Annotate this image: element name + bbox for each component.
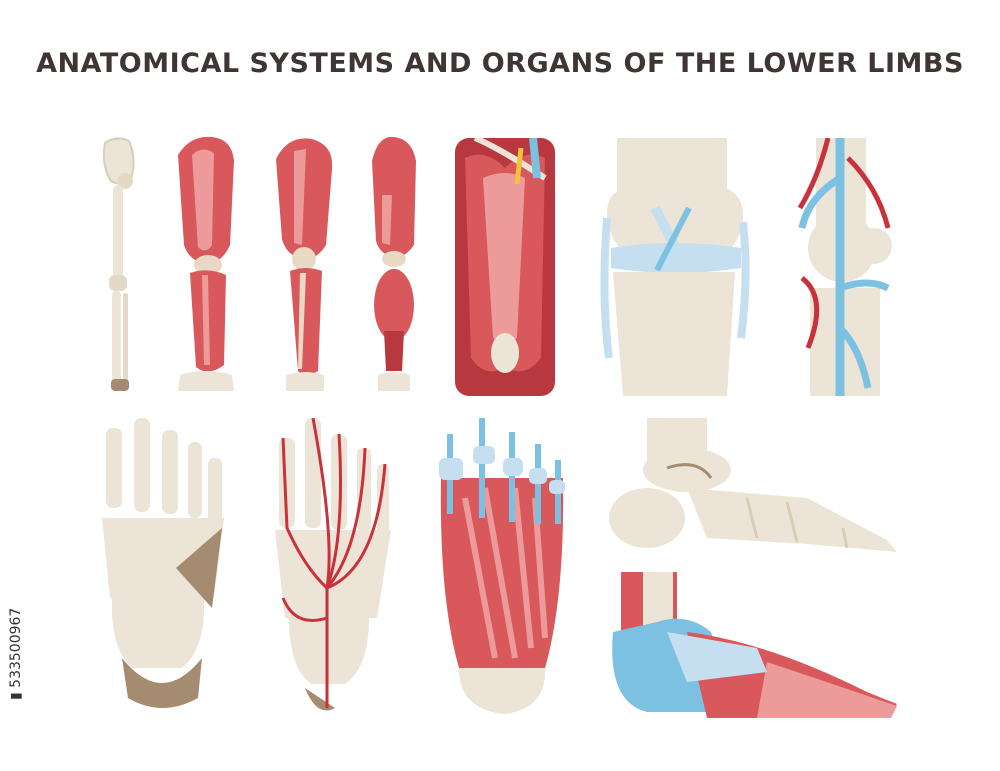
thigh-muscles-closeup-icon [455, 138, 555, 396]
leg-skeleton-icon [102, 137, 135, 391]
foot-arteries-icon [275, 418, 391, 711]
leg-muscles-side-icon [276, 138, 333, 391]
stock-id-label: ▮ 533500967 [8, 608, 24, 700]
foot-muscles-tendons-icon [439, 418, 565, 714]
stock-id: 533500967 [8, 607, 24, 688]
stock-logo-icon: ▮ [8, 692, 24, 700]
knee-joint-icon [600, 138, 750, 396]
leg-muscles-back-icon [372, 136, 416, 391]
foot-muscles-side-icon [612, 572, 897, 718]
ankle-bones-side-icon [609, 418, 897, 552]
page-title: ANATOMICAL SYSTEMS AND ORGANS OF THE LOW… [36, 48, 964, 79]
knee-vessels-icon [797, 138, 892, 396]
foot-skeleton-icon [102, 418, 224, 708]
leg-muscles-front-icon [178, 136, 234, 391]
